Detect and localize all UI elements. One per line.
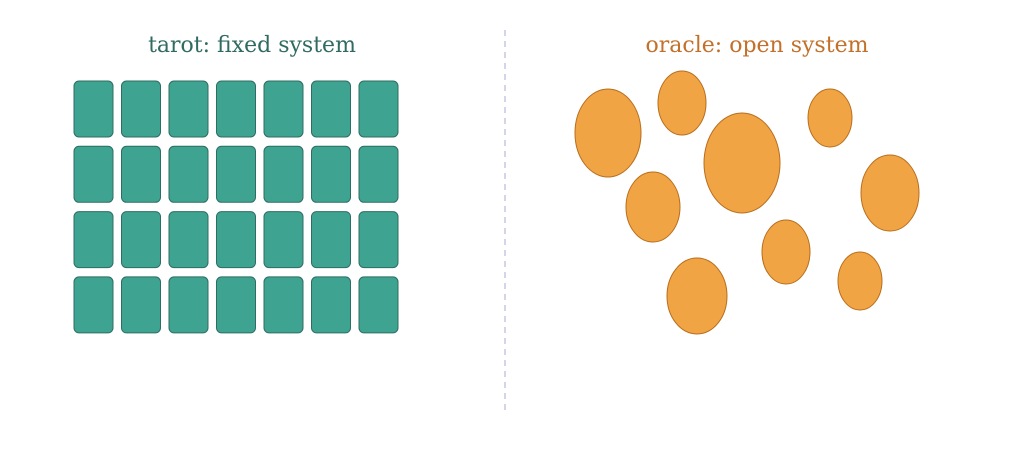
- oracle-ellipse-group: [574, 70, 920, 335]
- tarot-card: [216, 145, 256, 203]
- tarot-title: tarot: fixed system: [148, 33, 356, 58]
- oracle-ellipse: [574, 88, 642, 178]
- tarot-card: [121, 276, 161, 334]
- tarot-card: [216, 211, 256, 269]
- tarot-card: [311, 80, 351, 138]
- tarot-card: [216, 276, 256, 334]
- oracle-ellipse: [860, 154, 920, 232]
- tarot-card: [216, 80, 256, 138]
- tarot-card: [358, 145, 399, 203]
- tarot-card: [311, 276, 351, 334]
- oracle-ellipse: [657, 70, 707, 136]
- oracle-ellipse: [807, 88, 853, 148]
- tarot-card: [168, 145, 209, 203]
- oracle-ellipse: [666, 257, 728, 335]
- tarot-card: [358, 276, 399, 334]
- oracle-title: oracle: open system: [646, 33, 869, 58]
- tarot-card: [263, 145, 304, 203]
- tarot-card: [73, 276, 114, 334]
- tarot-card: [121, 80, 161, 138]
- tarot-card: [168, 211, 209, 269]
- oracle-ellipse: [703, 112, 781, 214]
- oracle-ellipse: [837, 251, 883, 311]
- tarot-card: [121, 211, 161, 269]
- tarot-card: [358, 211, 399, 269]
- tarot-card: [73, 80, 114, 138]
- tarot-card: [121, 145, 161, 203]
- tarot-card: [263, 276, 304, 334]
- tarot-card: [168, 276, 209, 334]
- tarot-card: [358, 80, 399, 138]
- tarot-card: [263, 211, 304, 269]
- tarot-card: [73, 145, 114, 203]
- tarot-card-grid: [73, 80, 399, 334]
- tarot-card: [73, 211, 114, 269]
- tarot-card: [168, 80, 209, 138]
- tarot-card: [311, 145, 351, 203]
- oracle-ellipse: [625, 171, 681, 243]
- tarot-card: [263, 80, 304, 138]
- oracle-ellipse: [761, 219, 811, 285]
- tarot-card: [311, 211, 351, 269]
